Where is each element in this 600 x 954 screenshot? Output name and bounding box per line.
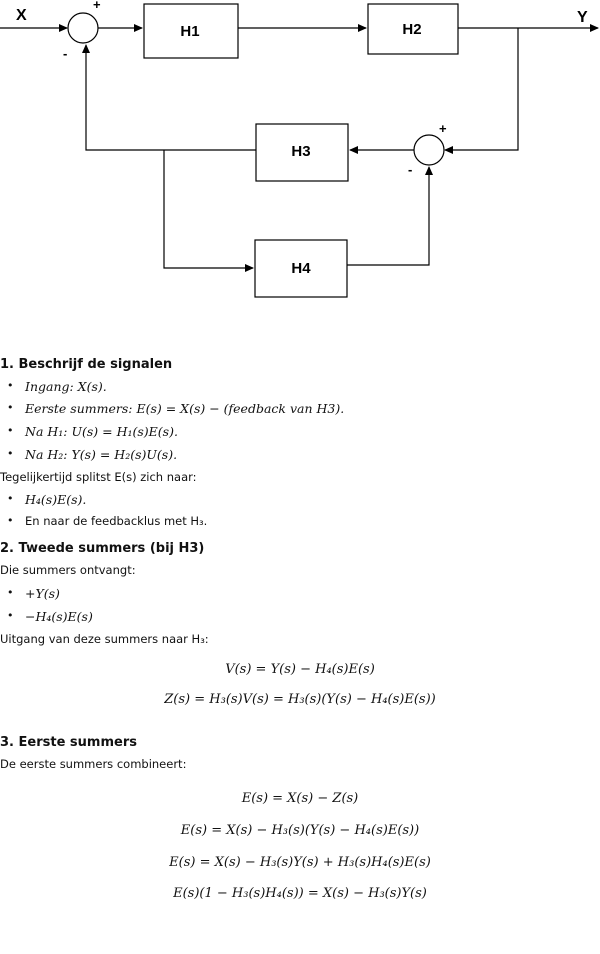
section3-intro: De eerste summers combineert: <box>0 756 187 771</box>
equation: E(s)(1 − H₃(s)H₄(s)) = X(s) − H₃(s)Y(s) <box>173 886 427 902</box>
equation: V(s) = Y(s) − H₄(s)E(s) <box>225 662 375 678</box>
list-item: +Y(s) <box>0 586 600 603</box>
summing-junction-2 <box>413 134 445 166</box>
section2-output-text: Uitgang van deze summers naar H₃: <box>0 631 209 646</box>
equation: E(s) = X(s) − H₃(s)Y(s) + H₃(s)H₄(s)E(s) <box>169 854 431 870</box>
block-h4 <box>254 239 348 298</box>
section1-list: Ingang: X(s). Eerste summers: E(s) = X(s… <box>0 379 600 465</box>
h3-feedback-line <box>82 44 256 151</box>
equation: E(s) = X(s) − Z(s) <box>241 791 359 807</box>
section2-list: +Y(s) −H₄(s)E(s) <box>0 586 600 626</box>
list-item: Eerste summers: E(s) = X(s) − (feedback … <box>0 401 600 418</box>
summer2-plus-sign: + <box>439 121 447 136</box>
summing-junction-1 <box>67 12 99 44</box>
output-feedback-line <box>444 28 519 154</box>
block-diagram: X Y + - + - H1 H2 H3 H4 <box>0 0 599 298</box>
list-item: Na H₂: Y(s) = H₂(s)U(s). <box>0 447 600 464</box>
output-label: Y <box>577 9 588 26</box>
block-h2-label: H2 <box>402 21 421 38</box>
section2-heading: 2. Tweede summers (bij H3) <box>0 540 205 556</box>
section1-heading: 1. Beschrijf de signalen <box>0 357 173 372</box>
block-h3 <box>255 123 349 182</box>
list-item: Ingang: X(s). <box>0 379 600 396</box>
h4-output-line <box>347 166 433 266</box>
section3-heading: 3. Eerste summers <box>0 735 137 751</box>
list-item: H₄(s)E(s). <box>0 492 600 509</box>
h4-input-line <box>163 150 254 272</box>
section2-intro: Die summers ontvangt: <box>0 562 136 577</box>
summer1-plus-sign: + <box>93 0 101 12</box>
block-h1-label: H1 <box>180 23 199 40</box>
list-item: En naar de feedbacklus met H₃. <box>0 514 600 530</box>
input-label: X <box>16 7 27 24</box>
summer1-minus-sign: - <box>63 46 67 61</box>
split-text: Tegelijkertijd splitst E(s) zich naar: <box>0 470 197 485</box>
split-list: H₄(s)E(s). En naar de feedbacklus met H₃… <box>0 492 600 530</box>
equation: Z(s) = H₃(s)V(s) = H₃(s)(Y(s) − H₄(s)E(s… <box>164 691 436 707</box>
equation: E(s) = X(s) − H₃(s)(Y(s) − H₄(s)E(s)) <box>180 822 420 838</box>
list-item: Na H₁: U(s) = H₁(s)E(s). <box>0 424 600 441</box>
summer2-minus-sign: - <box>408 162 412 177</box>
list-item: −H₄(s)E(s) <box>0 609 600 626</box>
block-h3-label: H3 <box>291 143 310 160</box>
block-h1 <box>143 3 239 59</box>
block-h4-label: H4 <box>291 260 311 277</box>
derivation-text: 1. Beschrijf de signalen Ingang: X(s). E… <box>0 356 600 903</box>
block-h2 <box>367 3 459 55</box>
